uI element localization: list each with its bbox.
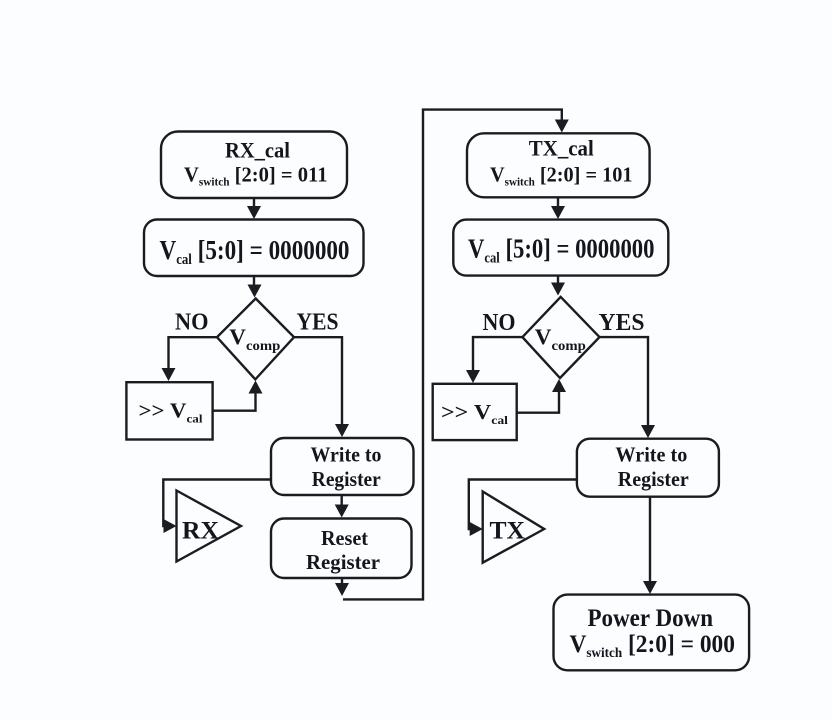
svg-text:Register: Register [306,550,380,574]
svg-text:RX: RX [182,516,220,545]
svg-text:Vcal [5:0] = 0000000: Vcal [5:0] = 0000000 [160,235,350,268]
svg-text:TX_cal: TX_cal [529,136,594,161]
svg-text:Power Down: Power Down [588,605,714,632]
svg-text:Reset: Reset [321,526,369,550]
svg-text:NO: NO [175,310,209,336]
svg-text:RX_cal: RX_cal [225,138,290,163]
svg-text:Write to: Write to [615,443,687,467]
svg-text:TX: TX [490,516,526,545]
svg-text:YES: YES [599,310,645,336]
svg-text:>> Vcal: >> Vcal [139,399,204,426]
svg-text:Vcal [5:0] = 0000000: Vcal [5:0] = 0000000 [468,234,655,267]
svg-text:Write to: Write to [311,443,382,467]
svg-text:NO: NO [483,310,516,336]
svg-text:Vswitch [2:0] = 000: Vswitch [2:0] = 000 [570,631,736,661]
svg-text:YES: YES [297,310,339,336]
svg-text:Register: Register [618,467,689,491]
svg-text:Register: Register [312,467,381,491]
